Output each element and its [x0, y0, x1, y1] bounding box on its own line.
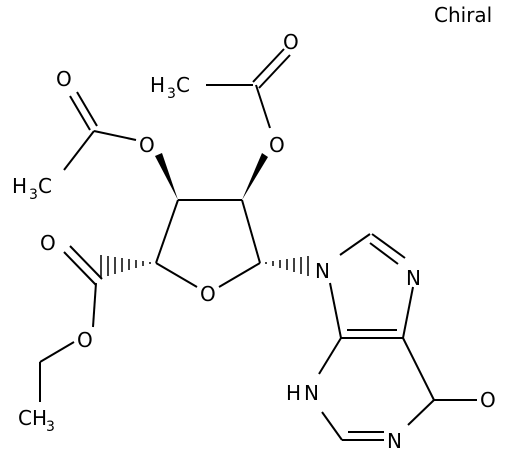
atom-o-left-carbonyl: O: [56, 67, 72, 91]
atom-ch3-left-c: C: [38, 174, 52, 198]
atom-nh-h: H: [286, 381, 301, 405]
bond-c8-n7-b: [369, 242, 399, 265]
bond-top-carbonyl-b: [258, 54, 291, 89]
atom-n9: N: [315, 259, 330, 283]
bond-n7-c5: [402, 286, 414, 339]
bond-c4-c3: [155, 199, 179, 264]
atom-o-ring: O: [200, 282, 216, 306]
atom-nh-n: N: [304, 381, 319, 405]
bond-c2-c1: [241, 199, 261, 264]
atom-o6: O: [480, 388, 496, 412]
bond-top-carbonyl-a: [252, 48, 285, 83]
atom-o-acid-carbonyl: O: [40, 231, 56, 255]
atom-ch3-left-h: H: [12, 174, 27, 198]
atom-n7: N: [406, 266, 421, 290]
atom-o-ethyl: O: [77, 328, 93, 352]
bond-o-c4: [155, 262, 198, 288]
bond-c1-o: [218, 262, 261, 288]
bond-c4-n3: [318, 337, 342, 375]
bond-c8-n7-a: [371, 233, 406, 259]
wedge-c3-o: [155, 153, 178, 200]
bond-carboxyl-c-o: [92, 282, 97, 328]
atom-ch3-top-h: H: [150, 73, 165, 97]
stereo-bonds: [100, 153, 309, 278]
hash-c1-n9: [265, 256, 309, 276]
atom-ch3-bottom-c: CH: [18, 406, 47, 430]
bonds: [39, 48, 477, 441]
bond-left-carbonyl-a: [69, 95, 91, 131]
atom-ch3-left-sub: 3: [29, 187, 38, 203]
bond-n3-c2: [321, 411, 343, 441]
wedge-c2-o: [242, 153, 268, 200]
atom-n1: N: [387, 429, 402, 453]
bond-left-carbonyl-b: [76, 91, 98, 127]
atom-ch3-bottom-sub: 3: [46, 419, 55, 435]
chiral-flag: Chiral: [434, 3, 492, 27]
bond-n9-c8: [339, 233, 371, 256]
atom-o-top-carbonyl: O: [283, 30, 299, 54]
hash-c4-carboxyl: [100, 255, 151, 278]
atom-o-ester-left: O: [139, 133, 155, 157]
atom-ch3-top-sub: 3: [167, 86, 176, 102]
bond-carbonyl-a: [63, 251, 97, 286]
bond-ethyl-o-ch2: [39, 341, 75, 363]
bond-top-c-o: [255, 84, 271, 129]
bond-left-c-ch3: [63, 130, 95, 171]
bond-carbonyl-b: [69, 245, 103, 280]
atom-ch3-top-c: C: [176, 73, 190, 97]
bond-c4-n9: [329, 282, 342, 339]
atom-labels: O H 3 C O O O H 3 C O O N N O H N O N CH…: [12, 30, 496, 453]
bond-n1-c6: [407, 399, 435, 426]
atom-o-ester-right: O: [269, 133, 285, 157]
bond-c6-c5: [402, 337, 435, 401]
bond-left-c-o: [93, 130, 137, 141]
